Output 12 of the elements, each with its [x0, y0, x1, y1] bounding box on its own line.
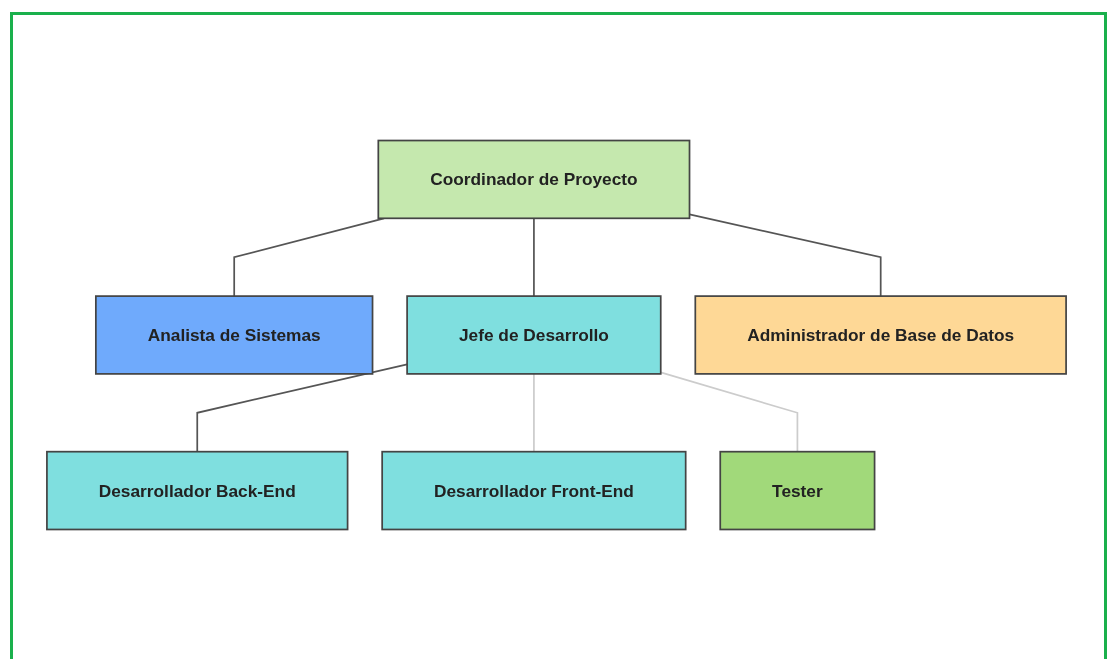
- node-box: Coordinador de Proyecto: [377, 139, 691, 220]
- node-box: Desarrollador Back-End: [46, 450, 349, 531]
- connector: [533, 217, 535, 297]
- node-box: Tester: [719, 450, 876, 531]
- node-box: Desarrollador Front-End: [381, 450, 687, 531]
- node-box: Administrador de Base de Datos: [694, 295, 1067, 375]
- node-box: Jefe de Desarrollo: [406, 295, 662, 375]
- connector: [533, 373, 535, 453]
- connector: [659, 371, 799, 453]
- node-box: Analista de Sistemas: [95, 295, 374, 375]
- connector: [688, 213, 882, 297]
- connector: [196, 363, 408, 453]
